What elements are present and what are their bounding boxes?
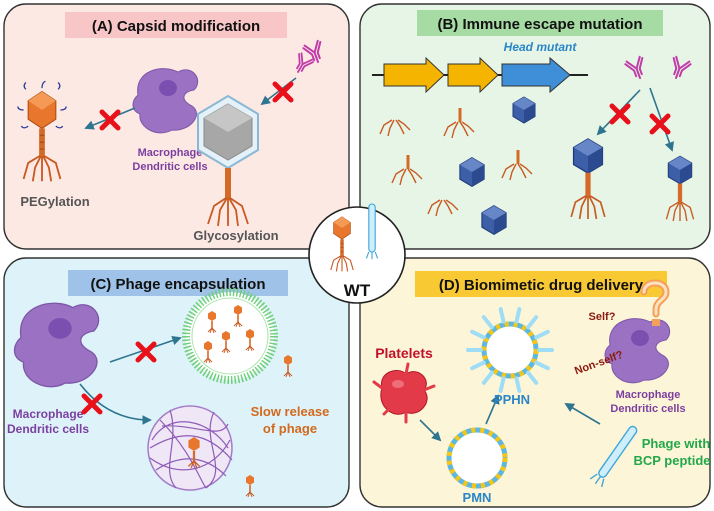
panel-c-cells-label-1: Macrophage [13,407,84,421]
pphn-label: PPHN [494,392,530,407]
pphn-peptide-spike [481,370,494,385]
pphn-peptide-spike [470,329,486,340]
panel-a-title: (A) Capsid modification [92,18,260,35]
platelets-label: Platelets [375,345,433,361]
pphn-peptide-spike [498,307,506,324]
gene-arrow-icon [447,56,499,94]
pphn-nanoparticle-icon [466,307,554,393]
panel-d-header [415,271,667,297]
gene-arrow-icon [383,56,445,94]
self-label: Self? [589,311,616,323]
wt-label: WT [344,281,371,300]
phage-with-label-2: BCP peptide [633,453,710,468]
arrow-d1 [419,419,442,442]
pphn-peptide-spike [534,329,550,340]
panel-c-title: (C) Phage encapsulation [90,276,265,293]
pegylated-phage-icon [17,80,67,183]
pmn-label: PMN [463,490,492,505]
slow-release-label-2: of phage [263,421,317,436]
phage-parts-icon [391,155,423,186]
pphn-peptide-spike [514,307,522,324]
question-icon [640,279,670,326]
pphn-peptide-spike [498,376,506,393]
pphn-peptide-spike [526,315,539,330]
pphn-peptide-spike [534,360,550,371]
gene-arrow-icon [501,56,571,94]
panel-c-header [68,270,288,296]
glycosylation-label: Glycosylation [193,228,278,243]
pphn-peptide-spike [481,315,494,330]
phage-parts-icon [501,150,533,181]
arrow-b2 [649,87,674,152]
mutant-phage-icon [665,155,695,222]
mutant-phage-icon [570,138,606,220]
glycosylated-phage-icon [197,94,259,227]
panel-a-header [65,12,287,38]
pmn-nanoparticle-icon [446,427,508,489]
pegylation-label: PEGylation [20,194,89,209]
pphn-peptide-spike [470,360,486,371]
phage-parts-icon [443,108,475,139]
panel-c-cells-label-2: Dendritic cells [7,422,89,436]
panel-a-cells-label-2: Dendritic cells [132,161,207,173]
pphn-peptide-spike [526,370,539,385]
head-mutant-label: Head mutant [504,40,578,54]
panel-d-title: (D) Biomimetic drug delivery [439,277,644,294]
panel-a-cells-label-1: Macrophage [138,147,203,159]
phage-with-label-1: Phage with [642,436,711,451]
arrow-c2 [79,383,152,425]
panel-b-title: (B) Immune escape mutation [437,16,642,33]
arrow-d2 [485,394,500,425]
platelet-icon [372,362,436,424]
wt-center-circle [308,206,406,304]
pphn-peptide-spike [514,376,522,393]
arrow-d3 [564,403,601,425]
slow-release-label-1: Slow release [251,404,330,419]
panel-d-cells-label-1: Macrophage [616,389,681,401]
panel-b-header [417,10,663,36]
panel-d-cells-label-2: Dendritic cells [610,403,685,415]
